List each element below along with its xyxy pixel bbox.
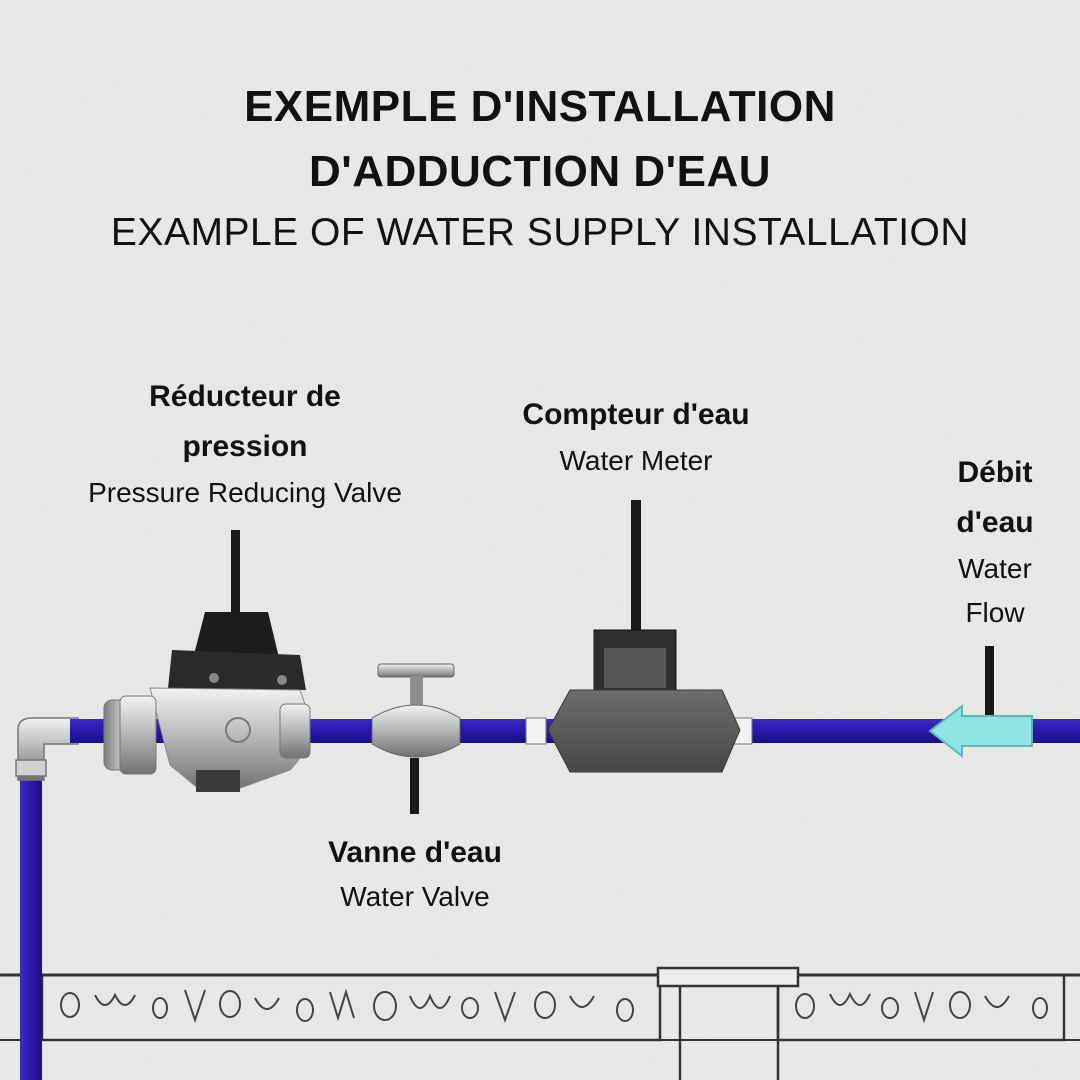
reducer-label-fr-1: Réducteur de — [149, 380, 341, 413]
flow-arrow — [928, 646, 1033, 759]
reducer-label-en: Pressure Reducing Valve — [88, 477, 402, 508]
meter-label-en: Water Meter — [559, 445, 713, 476]
meter-label-fr: Compteur d'eau — [522, 398, 750, 431]
title-line-2: D'ADDUCTION D'EAU — [308, 147, 772, 196]
flow-label-en-1: Water — [958, 553, 1032, 584]
pressure-reducing-valve — [103, 530, 311, 792]
valve-label-fr: Vanne d'eau — [328, 836, 502, 869]
subtitle: EXAMPLE OF WATER SUPPLY INSTALLATION — [110, 211, 970, 254]
flow-label-fr-2: d'eau — [956, 506, 1034, 539]
elbow-fitting — [15, 717, 79, 781]
water-valve — [371, 663, 461, 814]
riser-pipe — [20, 760, 42, 1080]
reducer-label-fr-2: pression — [182, 430, 308, 463]
water-meter — [525, 500, 753, 773]
title-line-1: EXEMPLE D'INSTALLATION — [244, 82, 836, 131]
flow-label-fr-1: Débit — [957, 456, 1033, 489]
flow-label-en-2: Flow — [965, 597, 1025, 628]
valve-label-en: Water Valve — [340, 881, 490, 912]
ground-slab — [0, 966, 1080, 1080]
